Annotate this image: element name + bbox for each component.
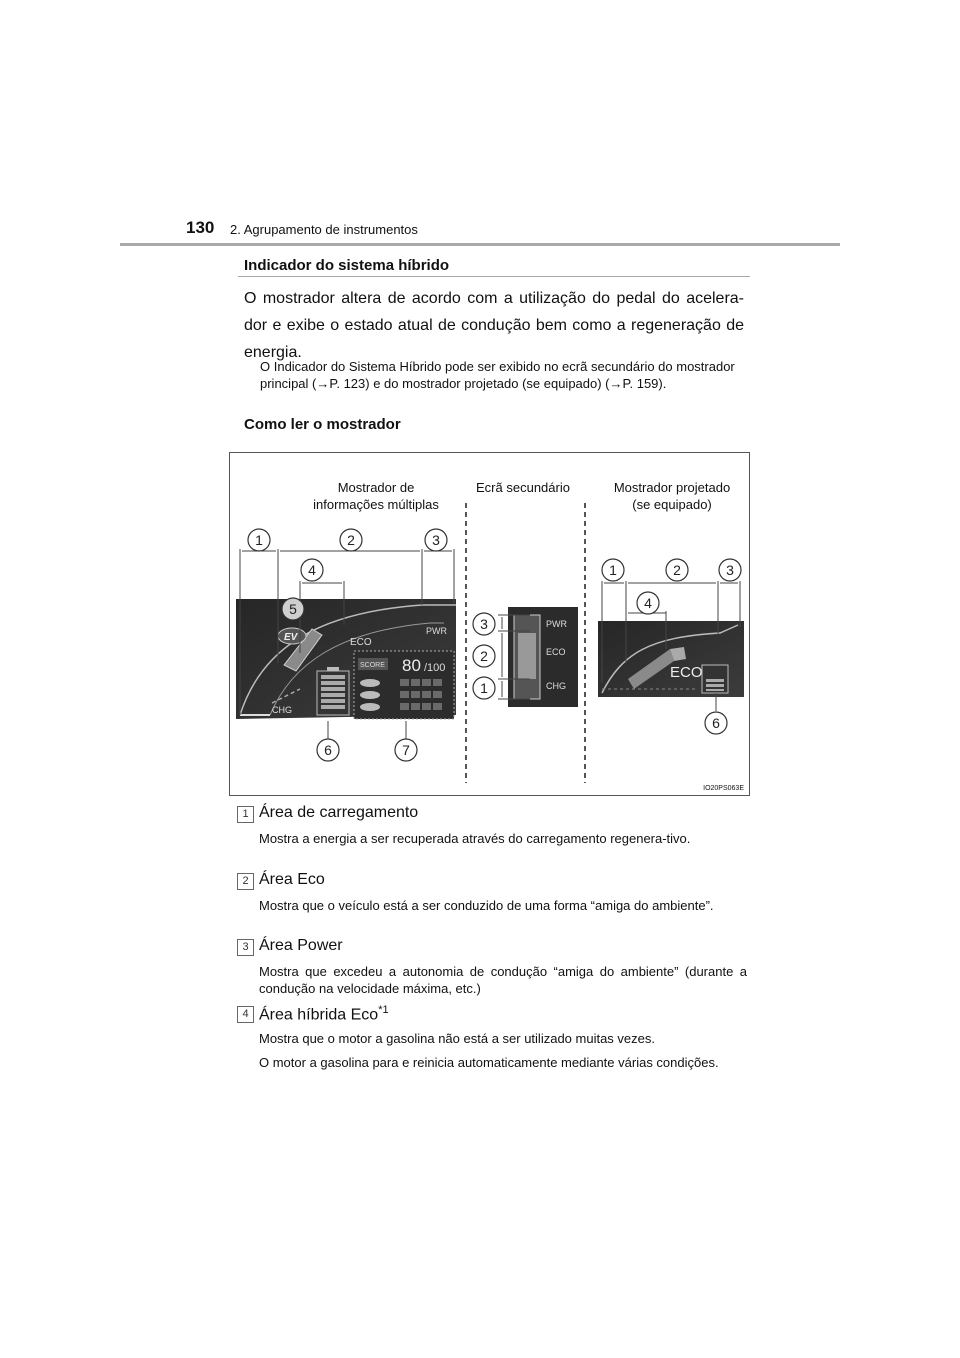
figure-code: IO20PS063E [703, 785, 744, 792]
label-multi-line2: informações múltiplas [313, 497, 439, 512]
item-title-text: Área híbrida Eco [259, 1006, 379, 1024]
callout-7: 7 [402, 742, 410, 758]
eco-label-projected: ECO [670, 664, 703, 681]
secondary-screen: PWR ECO CHG [498, 607, 578, 707]
running-header: 2. Agrupamento de instrumentos [230, 222, 418, 237]
score-max: /100 [424, 662, 445, 674]
section-heading-divider [238, 276, 750, 277]
label-secondary-screen: Ecrã secundário [476, 480, 570, 495]
callout-6: 6 [324, 742, 332, 758]
note-paragraph: O Indicador do Sistema Híbrido pode ser … [260, 359, 735, 391]
item-description: Mostra que o motor a gasolina não está a… [259, 1031, 655, 1046]
item-description: Mostra que o veículo está a ser conduzid… [259, 898, 714, 913]
score-value: 80 [402, 656, 421, 675]
callout-2-secondary: 2 [480, 648, 488, 664]
figure-illustration: EV ECO PWR CHG SCORE 80 /100 [236, 503, 744, 783]
item-title: Área Eco [259, 871, 325, 888]
item-description: Mostra que excedeu a autonomia de conduç… [259, 964, 747, 996]
item-number-badge: 1 [237, 806, 254, 823]
callout-1: 1 [255, 532, 263, 548]
label-multi-info-display: Mostrador de informações múltiplas [276, 479, 476, 513]
item-number-badge: 3 [237, 939, 254, 956]
callout-1-secondary: 1 [480, 680, 488, 696]
item-number-badge: 4 [237, 1006, 254, 1023]
item-title: Área Power [259, 937, 343, 954]
callout-3-projected: 3 [726, 562, 734, 578]
item-title: Área híbrida Eco*1 [259, 1004, 389, 1024]
item-title: Área de carregamento [259, 804, 419, 821]
pwr-label-secondary: PWR [546, 619, 567, 629]
section-heading: Indicador do sistema híbrido [244, 257, 450, 274]
callout-2-projected: 2 [673, 562, 681, 578]
item-description: Mostra a energia a ser recuperada atravé… [259, 831, 691, 846]
projected-display-screen: ECO [598, 621, 744, 697]
header-divider [120, 243, 840, 246]
eco-label-secondary: ECO [546, 647, 566, 657]
eco-label-multi: ECO [350, 637, 372, 648]
callout-6-projected: 6 [712, 715, 720, 731]
chg-label-secondary: CHG [546, 681, 566, 691]
page-number: 130 [186, 218, 215, 237]
callout-2: 2 [347, 532, 355, 548]
callout-5: 5 [289, 601, 297, 617]
footnote-marker: *1 [378, 1004, 389, 1016]
score-label: SCORE [360, 662, 385, 669]
label-multi-line1: Mostrador de [337, 480, 415, 495]
hybrid-indicator-figure: Mostrador de informações múltiplas Ecrã … [229, 452, 750, 796]
callout-4-projected: 4 [644, 595, 652, 611]
item-description-2: O motor a gasolina para e reinicia autom… [259, 1055, 719, 1070]
chg-label-multi: CHG [272, 705, 292, 715]
callout-1-projected: 1 [609, 562, 617, 578]
callout-3-secondary: 3 [480, 616, 488, 632]
ev-label: EV [284, 632, 299, 643]
multi-info-screen: EV ECO PWR CHG SCORE 80 /100 [236, 599, 456, 720]
callout-3: 3 [432, 532, 440, 548]
label-projected-display: Mostrador projetado (se equipado) [598, 479, 746, 513]
label-projected-line2: (se equipado) [632, 497, 712, 512]
item-number-badge: 2 [237, 873, 254, 890]
label-projected-line1: Mostrador projetado [613, 480, 731, 495]
callout-4: 4 [308, 562, 316, 578]
intro-paragraph: O mostrador altera de acordo com a utili… [244, 290, 744, 361]
pwr-label-multi: PWR [426, 626, 447, 636]
subsection-heading: Como ler o mostrador [244, 416, 401, 433]
